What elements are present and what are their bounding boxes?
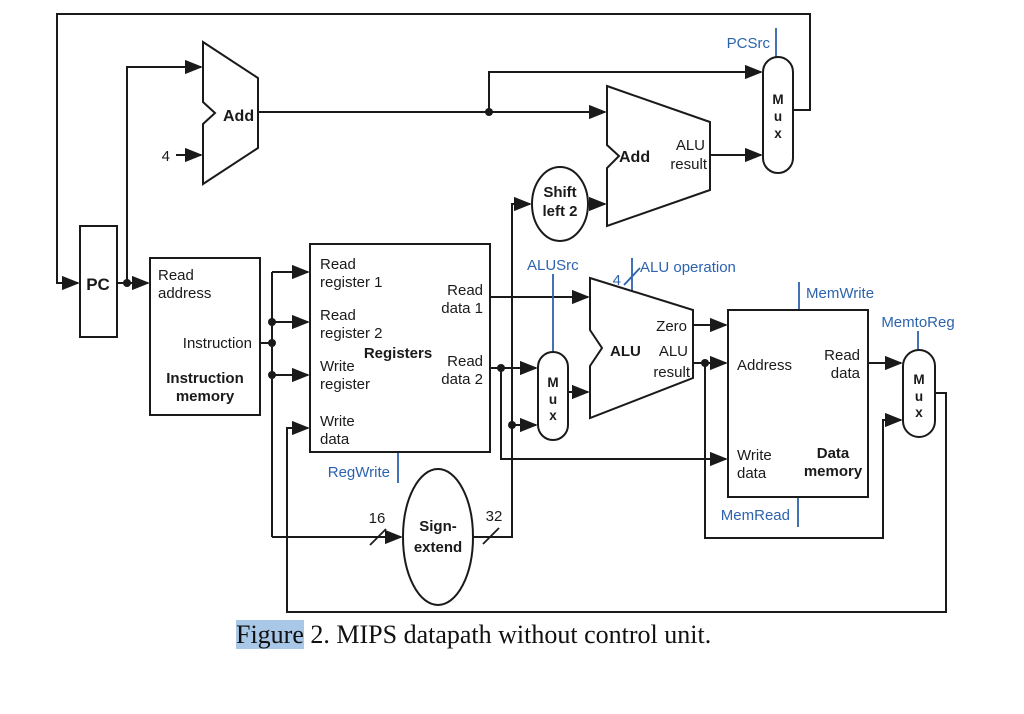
dmem-name-1: Data [817,445,850,462]
mux-alusrc-letter-x: x [549,408,557,423]
branch-adder-shape [606,84,711,228]
junction-dot [268,318,276,326]
const4-label: 4 [162,148,170,165]
wire-sign-extend-to-shift [473,196,532,538]
imem-name-2: memory [176,388,235,405]
alu-shape [589,276,694,420]
junction-dot [485,108,493,116]
junction-dot [268,339,276,347]
pcsrc-label: PCSrc [727,35,771,52]
reg-write-register-label-1: Write [320,358,355,375]
mux-alusrc-letter-m: M [547,375,558,390]
mux-memtoreg-letter-m: M [913,372,924,387]
slash-16-bit [369,528,387,546]
pc-adder-shape [202,40,259,186]
branch-adder-result-label-2: result [670,156,708,173]
shift-left-2-label-2: left 2 [542,203,577,220]
alu-operation-label: ALU operation [640,259,736,276]
shift-left-2-label-1: Shift [543,184,576,201]
dmem-name-2: memory [804,463,863,480]
caption-text: 2. MIPS datapath without control unit. [303,620,712,649]
junction-dot [497,364,505,372]
mux-memtoreg-letter-u: u [915,389,923,404]
imem-instruction-label: Instruction [183,335,252,352]
mux-pcsrc-letter-u: u [774,109,782,124]
sign-extend-label-1: Sign- [419,518,457,535]
alusrc-label: ALUSrc [527,257,579,274]
alu-name: ALU [610,343,641,360]
dmem-write-data-label-1: Write [737,447,772,464]
reg-write-register-label-2: register [320,376,370,393]
mux-pcsrc-letter-m: M [772,92,783,107]
imem-read-address-label-1: Read [158,267,194,284]
dmem-read-data-label-2: data [831,365,861,382]
wire-read-data-2-to-dmem [500,368,728,467]
junction-dot [701,359,709,367]
reg-read-data-1-label-2: data 1 [441,300,483,317]
reg-write-data-label-2: data [320,431,350,448]
mux-pcsrc-letter-x: x [774,126,782,141]
wire-pc4-to-pcsrc-mux [488,64,763,112]
mux-memtoreg [902,349,936,438]
mux-memtoreg-letter-x: x [915,405,923,420]
alu-result-label-1: ALU [659,343,688,360]
alu-operation-width-label: 4 [613,272,621,289]
branch-adder-label: Add [619,149,650,166]
wire-alu-result-to-memtoreg-mux [704,363,903,539]
reg-write-data-label-1: Write [320,413,355,430]
slash-32-bit [482,527,500,545]
pc-label: PC [86,275,110,294]
mux-alusrc-letter-u: u [549,392,557,407]
alu-zero-label: Zero [656,318,687,335]
bus-width-32-label: 32 [486,508,503,525]
reg-read-register-1-label-2: register 1 [320,274,383,291]
junction-dot [508,421,516,429]
sign-extend-ellipse [402,468,474,606]
wire-pc-to-adder [126,59,203,283]
shift-left-2-ellipse [531,166,589,242]
reg-read-register-2-label-2: register 2 [320,325,383,342]
registers-block [309,243,491,453]
dmem-read-data-label-1: Read [824,347,860,364]
instruction-memory-block [149,257,261,416]
dmem-address-label: Address [737,357,792,374]
wire-writeback [286,392,947,613]
alu-result-label-2: result [653,364,691,381]
imem-name-1: Instruction [166,370,244,387]
wire-pc-update-loop [56,13,811,291]
memread-label: MemRead [721,507,790,524]
bus-width-16-label: 16 [369,510,386,527]
branch-adder-result-label-1: ALU [676,137,705,154]
pc-register-block [79,225,118,338]
reg-read-register-2-label-1: Read [320,307,356,324]
caption-highlighted-word: Figure [236,620,304,649]
mux-pcsrc [762,56,794,174]
reg-read-register-1-label-1: Read [320,256,356,273]
data-memory-block [727,309,869,498]
figure-caption: Figure 2. MIPS datapath without control … [236,620,711,650]
reg-read-data-2-label-2: data 2 [441,371,483,388]
imem-read-address-label-2: address [158,285,211,302]
slash-alu-operation [623,267,641,286]
junction-dot [123,279,131,287]
junction-dot [268,371,276,379]
reg-read-data-2-label-1: Read [447,353,483,370]
pc-adder-label: Add [223,108,254,125]
regwrite-label: RegWrite [328,464,390,481]
memtoreg-label: MemtoReg [881,314,954,331]
mux-alusrc [537,351,569,441]
dmem-write-data-label-2: data [737,465,767,482]
reg-read-data-1-label-1: Read [447,282,483,299]
registers-name: Registers [364,345,432,362]
sign-extend-label-2: extend [414,539,462,556]
memwrite-label: MemWrite [806,285,874,302]
